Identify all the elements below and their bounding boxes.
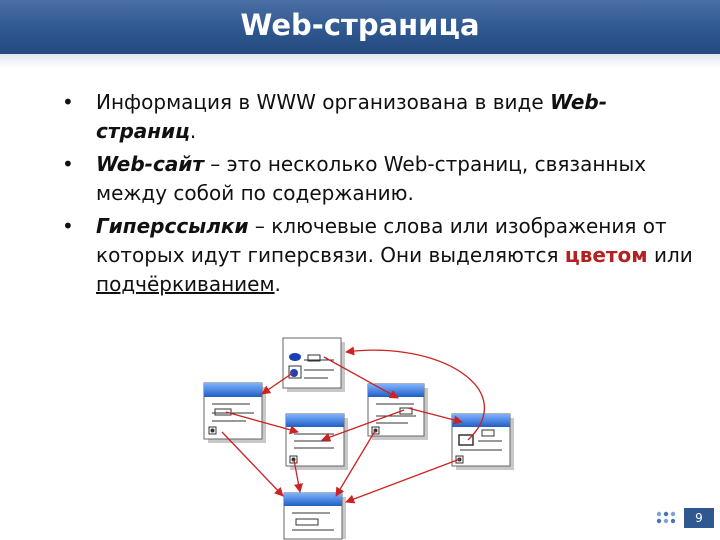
link-arrow [335,430,376,497]
web-page-icon [283,492,346,540]
link-arrow [225,411,299,435]
page-number: 9 [684,508,714,528]
hyperlink-arrows [221,346,485,504]
bullet-term: Гиперссылки [96,214,249,238]
slide-title: Web-страница [240,8,480,42]
link-arrow [321,409,405,442]
bullet-middle: или [647,243,693,267]
web-page-icon [282,337,345,392]
colored-word: цветом [564,243,648,267]
web-page-icon [451,413,514,470]
bullet-term: Web-сайт [96,152,204,176]
web-pages-diagram [203,337,514,540]
link-arrow [293,459,303,493]
bullet-icon: • [62,152,74,176]
title-shadow [0,54,720,68]
title-bar: Web-страница [0,0,720,54]
logo-dots-icon [656,511,676,524]
bullet-icon: • [62,214,74,238]
link-arrow [345,458,461,504]
bullet-end: . [189,119,197,143]
web-page-icon [203,382,266,443]
bullet-item-hyperlinks: • Гиперссылки – ключевые слова или изобр… [62,212,702,299]
bullet-text: Информация в WWW организована в виде [96,90,551,114]
link-arrow [261,371,295,395]
bullet-item-website: • Web-сайт – это несколько Web-страниц, … [62,150,702,208]
web-page-icon [285,413,348,470]
bullet-icon: • [62,90,74,114]
link-arrow [221,431,284,497]
link-arrow [345,346,485,441]
link-arrow [323,356,399,399]
link-arrow [407,407,463,425]
bullet-end: . [274,272,281,296]
bullet-list: • Информация в WWW организована в виде W… [62,88,702,303]
bullet-emphasis: Web-страниц [96,90,608,143]
bullet-item-www: • Информация в WWW организована в виде W… [62,88,702,146]
bullet-text: – ключевые слова или изображения от кото… [96,214,667,267]
underlined-word: подчёркиванием [96,272,275,296]
bullet-text: – это несколько Web-страниц, связанных м… [96,152,647,205]
